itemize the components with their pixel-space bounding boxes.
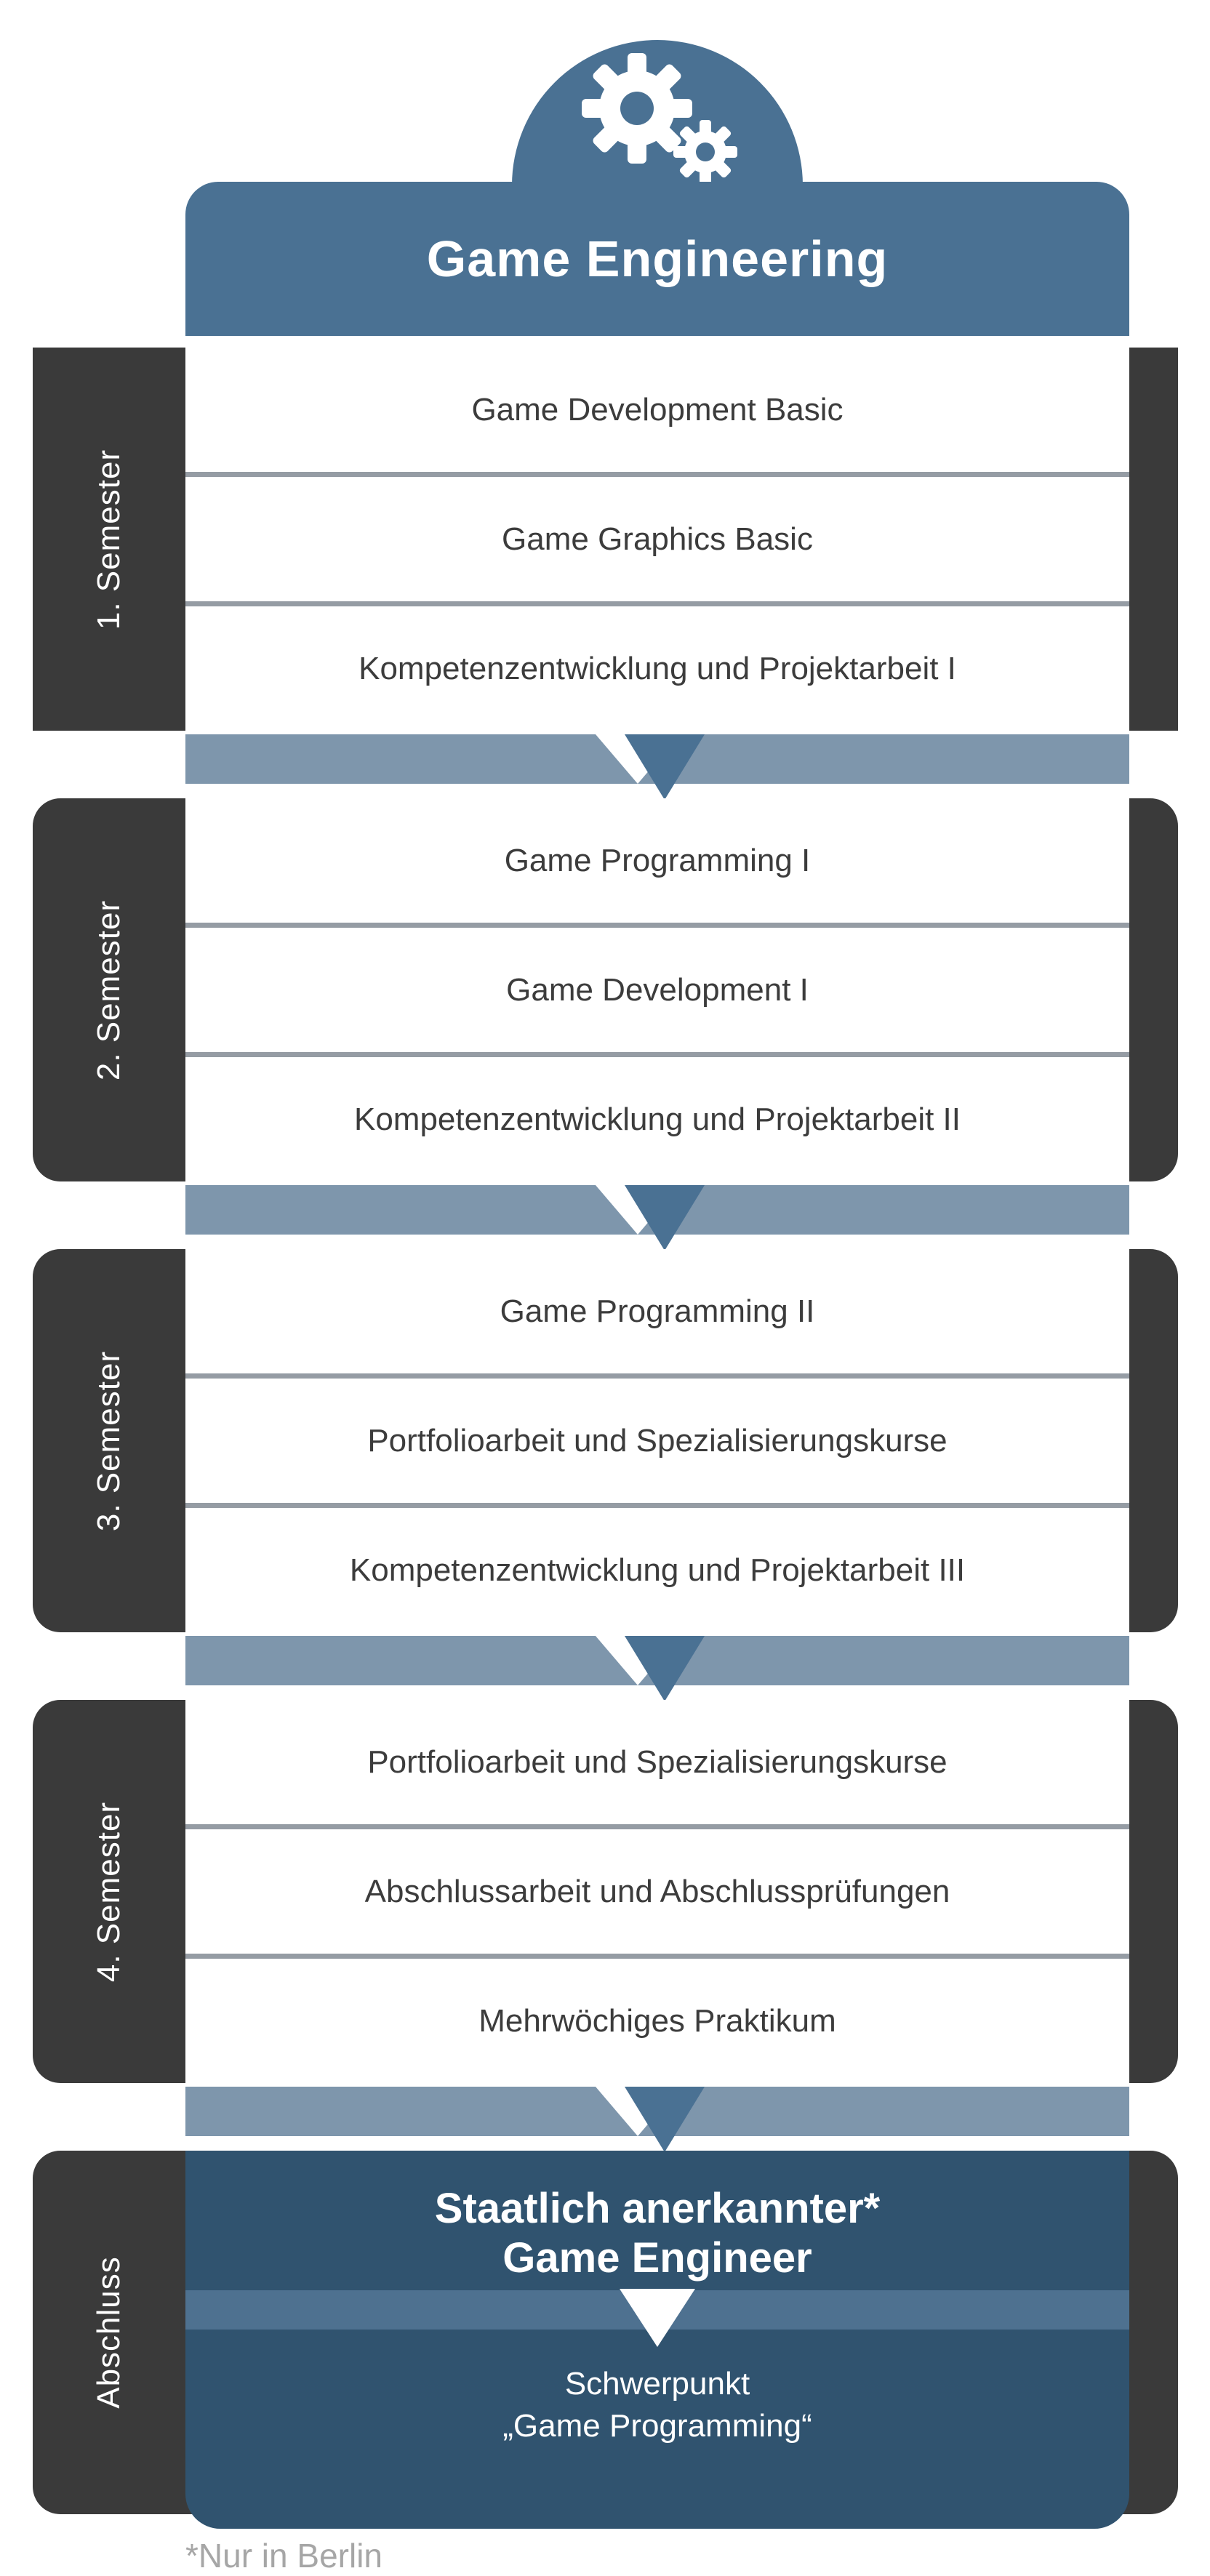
connector-arrow-down xyxy=(185,2087,1129,2152)
course-row: Kompetenzentwicklung und Projektarbeit I… xyxy=(185,1057,1129,1181)
arrow-down-icon xyxy=(625,1636,705,1701)
row-separator xyxy=(185,1373,1129,1379)
semester-label: 4. Semester xyxy=(91,1801,127,1982)
row-separator xyxy=(185,1954,1129,1959)
course-rows: Portfolioarbeit und Spezialisierungskurs… xyxy=(185,1700,1129,2083)
semester-label: 1. Semester xyxy=(91,449,127,630)
course-row: Abschlussarbeit und Abschlussprüfungen xyxy=(185,1829,1129,1954)
degree-title-line1: Staatlich anerkannter* xyxy=(434,2185,881,2232)
course-label: Portfolioarbeit und Spezialisierungskurs… xyxy=(367,1422,947,1458)
degree-title-line2: Game Engineer xyxy=(502,2234,812,2282)
abschluss-panel: Staatlich anerkannter* Game Engineer Sch… xyxy=(185,2151,1129,2529)
semester-label-container: 1. Semester xyxy=(33,348,185,731)
connector-arrow-down xyxy=(185,1636,1129,1701)
semester-label-container: 4. Semester xyxy=(33,1700,185,2083)
program-header: Game Engineering xyxy=(185,182,1129,336)
course-row: Game Development I xyxy=(185,928,1129,1052)
focus-line1: Schwerpunkt xyxy=(564,2366,750,2402)
course-row: Game Graphics Basic xyxy=(185,477,1129,601)
course-label: Mehrwöchiges Praktikum xyxy=(478,2002,836,2039)
row-separator xyxy=(185,923,1129,928)
course-row: Kompetenzentwicklung und Projektarbeit I xyxy=(185,606,1129,731)
abschluss-label: Abschluss xyxy=(90,2256,127,2409)
course-label: Abschlussarbeit und Abschlussprüfungen xyxy=(364,1873,950,1909)
section-semester-1: 1. Semester Game Development Basic Game … xyxy=(0,348,1210,731)
course-label: Game Development Basic xyxy=(471,391,844,428)
course-label: Game Programming I xyxy=(504,842,811,878)
course-row: Kompetenzentwicklung und Projektarbeit I… xyxy=(185,1508,1129,1632)
course-label: Kompetenzentwicklung und Projektarbeit I… xyxy=(349,1552,966,1588)
course-rows: Game Programming II Portfolioarbeit und … xyxy=(185,1249,1129,1632)
course-rows: Game Programming I Game Development I Ko… xyxy=(185,798,1129,1181)
section-semester-3: 3. Semester Game Programming II Portfoli… xyxy=(0,1249,1210,1632)
course-label: Game Programming II xyxy=(500,1293,815,1329)
row-separator xyxy=(185,1503,1129,1508)
course-label: Kompetenzentwicklung und Projektarbeit I xyxy=(358,650,956,686)
row-separator xyxy=(185,1052,1129,1057)
semester-label: 3. Semester xyxy=(91,1350,127,1531)
header-dome xyxy=(512,40,803,189)
course-label: Kompetenzentwicklung und Projektarbeit I… xyxy=(353,1101,961,1137)
arrow-down-icon xyxy=(625,734,705,800)
row-separator xyxy=(185,601,1129,606)
gears-icon xyxy=(582,52,737,184)
arrow-down-icon xyxy=(625,2087,705,2152)
arrow-down-icon xyxy=(625,1185,705,1251)
section-semester-4: 4. Semester Portfolioarbeit und Speziali… xyxy=(0,1700,1210,2083)
course-row: Portfolioarbeit und Spezialisierungskurs… xyxy=(185,1700,1129,1824)
degree-title: Staatlich anerkannter* Game Engineer xyxy=(185,2151,1129,2283)
course-row: Portfolioarbeit und Spezialisierungskurs… xyxy=(185,1379,1129,1503)
semester-label-container: 3. Semester xyxy=(33,1249,185,1632)
semester-label: 2. Semester xyxy=(91,899,127,1080)
course-row: Game Development Basic xyxy=(185,348,1129,472)
program-title: Game Engineering xyxy=(426,230,889,287)
abschluss-label-container: Abschluss xyxy=(33,2151,185,2514)
section-semester-2: 2. Semester Game Programming I Game Deve… xyxy=(0,798,1210,1181)
connector-arrow-down xyxy=(185,734,1129,800)
course-row: Mehrwöchiges Praktikum xyxy=(185,1959,1129,2083)
course-label: Game Development I xyxy=(506,971,809,1008)
course-row: Game Programming II xyxy=(185,1249,1129,1373)
focus-line2: „Game Programming“ xyxy=(502,2408,812,2444)
course-rows: Game Development Basic Game Graphics Bas… xyxy=(185,348,1129,731)
course-label: Game Graphics Basic xyxy=(502,521,813,557)
row-separator xyxy=(185,472,1129,477)
connector-arrow-down xyxy=(185,1185,1129,1251)
section-abschluss: Abschluss Staatlich anerkannter* Game En… xyxy=(0,2151,1210,2529)
course-label: Portfolioarbeit und Spezialisierungskurs… xyxy=(367,1744,947,1780)
course-row: Game Programming I xyxy=(185,798,1129,923)
footnote: *Nur in Berlin xyxy=(185,2537,382,2575)
semester-label-container: 2. Semester xyxy=(33,798,185,1181)
row-separator xyxy=(185,1824,1129,1829)
focus-text: Schwerpunkt „Game Programming“ xyxy=(185,2363,1129,2447)
arrow-down-icon xyxy=(620,2289,695,2347)
